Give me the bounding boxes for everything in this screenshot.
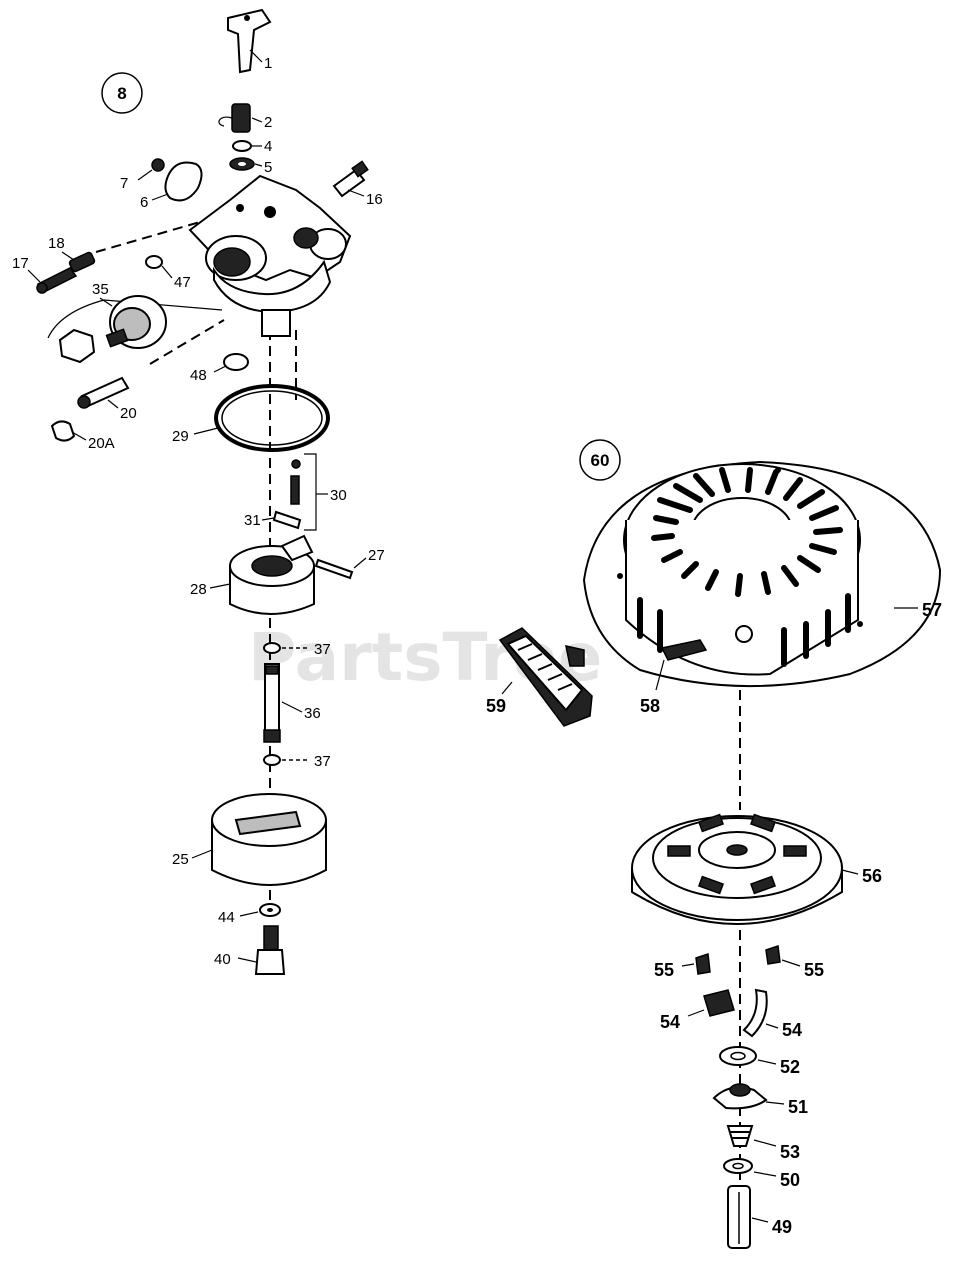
callout-8[interactable]: 8 (101, 72, 143, 114)
part-17-needle[interactable] (36, 267, 78, 294)
part-31-clip[interactable] (272, 510, 302, 530)
label-54-left: 54 (660, 1012, 680, 1032)
label-40: 40 (214, 951, 231, 968)
svg-text:60: 60 (591, 451, 610, 470)
part-40-nut[interactable] (254, 925, 286, 975)
part-57-housing[interactable] (582, 460, 942, 688)
part-2-spring[interactable] (218, 103, 251, 133)
primer-axis-line (149, 319, 225, 365)
part-52-washer[interactable] (719, 1046, 757, 1066)
label-29: 29 (172, 428, 189, 445)
label-49: 49 (772, 1217, 792, 1237)
part-49-pin[interactable] (727, 1185, 751, 1249)
label-4: 4 (264, 138, 272, 155)
label-56: 56 (862, 866, 882, 886)
part-6-plate[interactable] (164, 161, 203, 202)
label-28: 28 (190, 581, 207, 598)
label-36: 36 (304, 705, 321, 722)
part-51-retainer[interactable] (712, 1083, 768, 1110)
label-48: 48 (190, 367, 207, 384)
label-30: 30 (330, 487, 347, 504)
part-53-spring[interactable] (726, 1125, 754, 1147)
label-31: 31 (244, 512, 261, 529)
part-37-seal-upper[interactable] (263, 642, 281, 654)
part-48-disc[interactable] (223, 353, 249, 371)
svg-text:8: 8 (117, 84, 126, 103)
label-57: 57 (922, 600, 942, 620)
label-59: 59 (486, 696, 506, 716)
label-51: 51 (788, 1097, 808, 1117)
label-50: 50 (780, 1170, 800, 1190)
part-56-pulley[interactable] (631, 813, 843, 925)
label-18: 18 (48, 235, 65, 252)
part-37-seal-lower[interactable] (263, 754, 281, 766)
label-47: 47 (174, 274, 191, 291)
part-1-bracket[interactable] (227, 8, 272, 74)
part-55-spring-left[interactable] (695, 952, 711, 975)
label-20a: 20A (88, 435, 115, 452)
part-20-nozzle[interactable] (77, 376, 130, 409)
part-54-pawl-right[interactable] (742, 988, 768, 1038)
label-55-left: 55 (654, 960, 674, 980)
part-35-primer[interactable] (47, 295, 223, 364)
part-47-oring[interactable] (145, 255, 163, 269)
label-1: 1 (264, 55, 272, 72)
part-18-spring[interactable] (68, 251, 96, 273)
part-28-float[interactable] (229, 534, 315, 615)
needle-axis-line (95, 221, 201, 253)
label-25: 25 (172, 851, 189, 868)
part-55-spring-right[interactable] (765, 944, 781, 965)
label-27: 27 (368, 547, 385, 564)
housing-fins (637, 467, 851, 667)
label-35: 35 (92, 281, 109, 298)
label-17: 17 (12, 255, 29, 272)
part-44-washer[interactable] (259, 903, 281, 917)
part-27-pin[interactable] (314, 558, 354, 580)
label-53: 53 (780, 1142, 800, 1162)
label-54-right: 54 (782, 1020, 802, 1040)
part-30-needle-valve[interactable] (290, 459, 301, 505)
part-25-bowl[interactable] (211, 793, 327, 886)
part-59-handle[interactable] (498, 627, 593, 727)
part-54-pawl-left[interactable] (703, 989, 735, 1017)
callout-60[interactable]: 60 (579, 439, 621, 481)
label-16: 16 (366, 191, 383, 208)
label-52: 52 (780, 1057, 800, 1077)
carburetor-body[interactable] (188, 174, 352, 337)
label-37-upper: 37 (314, 641, 331, 658)
part-58-rope-guide[interactable] (660, 639, 708, 661)
label-58: 58 (640, 696, 660, 716)
part-7-screw[interactable] (151, 158, 165, 172)
part-50-washer[interactable] (723, 1158, 753, 1174)
label-55-right: 55 (804, 960, 824, 980)
part-20a-cap[interactable] (50, 420, 76, 442)
part-16-fitting[interactable] (332, 160, 369, 198)
label-44: 44 (218, 909, 235, 926)
label-6: 6 (140, 194, 148, 211)
part-5-seal[interactable] (229, 157, 255, 171)
label-20: 20 (120, 405, 137, 422)
label-7: 7 (120, 175, 128, 192)
label-37-lower: 37 (314, 753, 331, 770)
label-2: 2 (264, 114, 272, 131)
part-4-washer[interactable] (232, 140, 252, 152)
part-29-gasket[interactable] (214, 384, 330, 452)
part-36-stem[interactable] (263, 663, 281, 743)
label-5: 5 (264, 159, 272, 176)
